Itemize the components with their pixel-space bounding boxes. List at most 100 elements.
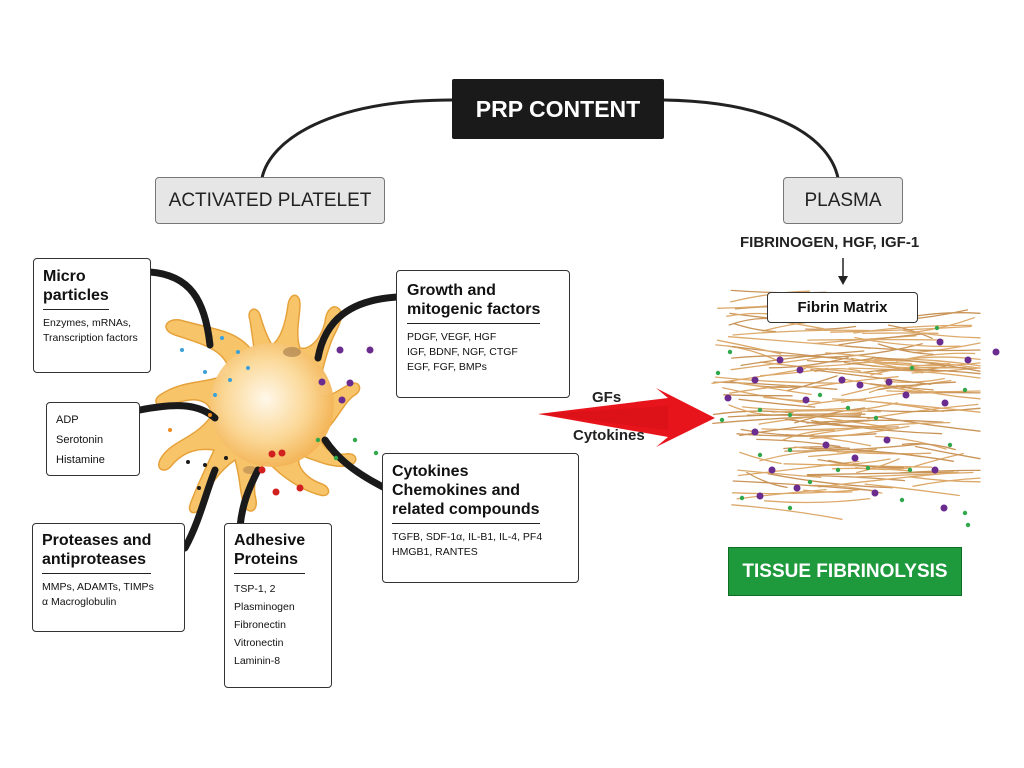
- fibrin-strand: [806, 421, 951, 437]
- purple-growth-factor-dot: [940, 504, 948, 512]
- fibrin-strand: [852, 361, 912, 365]
- fibrin-strand: [806, 357, 874, 363]
- tissue-fibrinolysis-box: TISSUE FIBRINOLYSIS: [728, 547, 962, 596]
- purple-growth-factor-dot: [883, 436, 891, 444]
- fibrin-strand: [856, 458, 900, 474]
- purple-growth-factor-dot: [856, 381, 864, 389]
- fibrin-strand: [784, 443, 923, 452]
- fibrin-strand: [809, 447, 955, 462]
- purple-growth-factor-dot: [776, 356, 784, 364]
- fibrin-strand: [827, 343, 923, 358]
- fibrin-strand: [854, 336, 961, 348]
- fibrin-strand: [731, 489, 859, 495]
- green-cytokine-dot: [934, 325, 940, 331]
- growth-factors-box: Growth and mitogenic factors PDGF, VEGF,…: [396, 270, 570, 398]
- fibrin-strand: [767, 473, 894, 489]
- fibrin-strand: [731, 504, 843, 520]
- purple-growth-factor-dot: [851, 454, 859, 462]
- fibrin-strand: [715, 344, 777, 361]
- plasma-box: PLASMA: [783, 177, 903, 224]
- gfs-label: GFs: [592, 389, 622, 406]
- fibrin-strand: [763, 497, 871, 504]
- adhesive-proteins-box: Adhesive Proteins TSP-1, 2 Plasminogen F…: [224, 523, 332, 688]
- purple-growth-factor-dot: [941, 399, 949, 407]
- fibrin-strand: [870, 365, 967, 369]
- title-connector-arc: [260, 98, 453, 179]
- green-cytokine-dot: [962, 387, 968, 393]
- fibrin-strand: [855, 467, 912, 471]
- fibrin-strand: [879, 362, 981, 367]
- green-cytokine-dot: [873, 415, 879, 421]
- fibrin-matrix-box: Fibrin Matrix: [767, 292, 918, 323]
- green-cytokine-dot: [947, 442, 953, 448]
- platelet-released-granules: [168, 336, 379, 496]
- fibrin-matrix-label: Fibrin Matrix: [797, 299, 888, 316]
- fibrin-strand: [733, 322, 777, 333]
- green-cytokine-dot: [719, 417, 725, 423]
- fibrin-strand: [908, 476, 981, 483]
- purple-growth-factor-dot: [768, 466, 776, 474]
- purple-growth-factor-dot: [838, 376, 846, 384]
- green-cytokine-dot: [835, 467, 841, 473]
- fibrin-strand: [888, 324, 933, 339]
- fibrin-strand: [805, 325, 857, 330]
- fibrin-strand: [901, 443, 957, 451]
- proteases-box: Proteases and antiproteases MMPs, ADAMTs…: [32, 523, 185, 632]
- fibrin-strand: [817, 458, 905, 469]
- fibrin-strand: [760, 367, 829, 377]
- micro-particles-box: Micro particles Enzymes, mRNAs, Transcri…: [33, 258, 151, 373]
- purple-growth-factor-dot: [936, 338, 944, 346]
- purple-growth-factor-dot: [724, 394, 732, 402]
- fibrin-strand: [899, 469, 981, 474]
- fibrin-strand: [746, 471, 788, 489]
- green-cytokine-dot: [787, 447, 793, 453]
- green-cytokine-dot: [845, 405, 851, 411]
- fibrin-strand: [731, 345, 854, 361]
- purple-growth-factor-dot: [751, 376, 759, 384]
- fibrin-strand: [874, 435, 947, 450]
- purple-growth-factor-dot: [793, 484, 801, 492]
- fibrin-strand: [853, 324, 973, 334]
- activated-platelet-box: ACTIVATED PLATELET: [155, 177, 385, 224]
- fibrin-strand: [732, 329, 870, 336]
- fibrin-strand: [758, 412, 863, 425]
- proteases-title: Proteases and antiproteases: [42, 531, 152, 574]
- fibrin-strand: [875, 415, 981, 432]
- title-connector-arc: [663, 98, 840, 179]
- fibrin-strand: [864, 483, 960, 497]
- green-cytokine-dot: [817, 392, 823, 398]
- fibrin-strand: [810, 368, 932, 385]
- fibrin-strand: [871, 356, 981, 372]
- purple-growth-factor-dot: [931, 466, 939, 474]
- prp-content-title: PRP CONTENT: [452, 79, 664, 139]
- micro-particles-title: Micro particles: [43, 267, 109, 310]
- fibrin-strand: [716, 339, 782, 355]
- cytokines-items: TGFB, SDF-1α, IL-B1, IL-4, PF4 HMGB1, RA…: [392, 531, 543, 558]
- purple-growth-factor-dot: [796, 366, 804, 374]
- purple-growth-factor-dot: [871, 489, 879, 497]
- fibrin-strand: [886, 390, 981, 393]
- fibrin-strand: [807, 338, 944, 341]
- green-cytokine-dot: [787, 505, 793, 511]
- fibrin-strand: [739, 451, 782, 465]
- growth-factors-title: Growth and mitogenic factors: [407, 281, 541, 324]
- cytokines-title: Cytokines Chemokines and related compoun…: [392, 462, 540, 524]
- fibrin-strand: [737, 460, 860, 477]
- fibrin-strand: [740, 350, 865, 367]
- fibrin-strand: [768, 356, 849, 369]
- purple-growth-factor-dot: [964, 356, 972, 364]
- adhesive-proteins-title: Adhesive Proteins: [234, 531, 306, 574]
- green-cytokine-dot: [807, 479, 813, 485]
- green-cytokine-dot: [899, 497, 905, 503]
- cytokines-box: Cytokines Chemokines and related compoun…: [382, 453, 579, 583]
- purple-growth-factor-dot: [885, 378, 893, 386]
- fibrin-strand: [728, 404, 772, 416]
- fibrin-strand: [869, 383, 934, 391]
- purple-growth-factor-dot: [822, 441, 830, 449]
- fibrin-strand: [829, 458, 891, 466]
- fibrin-strand: [741, 406, 848, 411]
- green-cytokine-dot: [907, 467, 913, 473]
- fibrin-strand: [867, 407, 981, 413]
- purple-growth-factor-dot: [751, 428, 759, 436]
